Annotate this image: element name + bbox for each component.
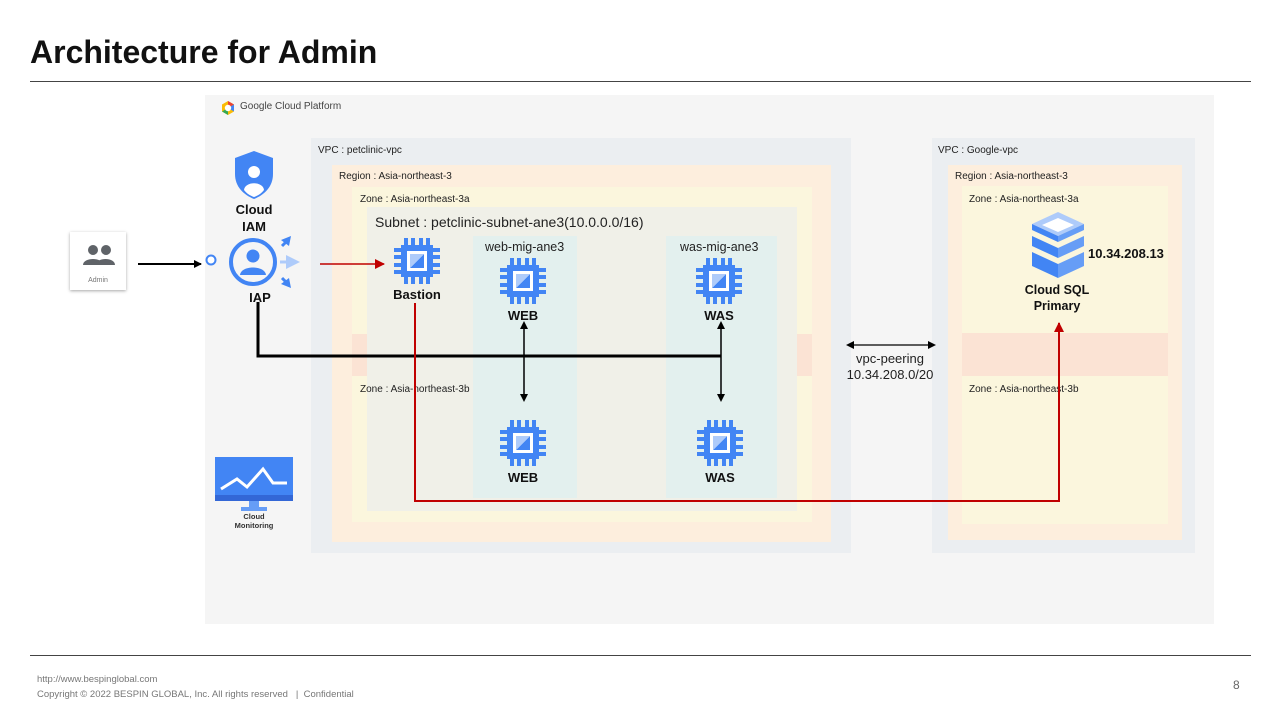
cloud-monitoring-icon <box>215 457 293 511</box>
footer-divider <box>30 655 1251 656</box>
web-zone-a-compute-icon <box>500 258 546 304</box>
iap-label: IAP <box>249 290 271 305</box>
gcp-platform-label: Google Cloud Platform <box>240 101 342 112</box>
cloud-iam-label: Cloud IAM <box>235 202 273 234</box>
web-zone-b-compute-icon <box>500 420 546 466</box>
bastion-label: Bastion <box>393 287 441 302</box>
cloud-sql-label: Cloud SQL Primary <box>1024 283 1090 313</box>
admin-label: Admin <box>88 277 108 284</box>
gcp-logo-icon <box>222 101 234 115</box>
mig-was-label: was-mig-ane3 <box>680 240 759 254</box>
was-zone-b-compute-icon <box>697 420 743 466</box>
was-zone-a-compute-icon <box>696 258 742 304</box>
region-band-right <box>962 333 1168 376</box>
title-divider <box>30 81 1251 82</box>
cloud-sql-ip: 10.34.208.13 <box>1088 246 1164 261</box>
region-right-label: Region : Asia-northeast-3 <box>955 171 1068 182</box>
slide-title: Architecture for Admin <box>30 34 378 70</box>
zone-left-a-label: Zone : Asia-northeast-3a <box>360 194 470 205</box>
vpc-peering-cidr: 10.34.208.0/20 <box>846 367 934 382</box>
web-zone-a-label: WEB <box>507 308 539 323</box>
vpc-peering-label: vpc-peering <box>856 351 924 366</box>
was-zone-a-label: WAS <box>704 308 734 323</box>
was-zone-b-label: WAS <box>705 470 735 485</box>
vpc-petclinic-label: VPC : petclinic-vpc <box>318 145 402 156</box>
web-zone-b-label: WEB <box>507 470 539 485</box>
page-number: 8 <box>1233 678 1240 692</box>
zone-right-b-label: Zone : Asia-northeast-3b <box>969 384 1079 395</box>
subnet-label: Subnet : petclinic-subnet-ane3(10.0.0.0/… <box>375 214 644 230</box>
cloud-sql-icon <box>1032 212 1084 278</box>
iap-connector-dot <box>205 254 217 266</box>
footer-url: http://www.bespinglobal.com <box>37 674 158 685</box>
bastion-to-sql-line <box>414 303 1064 502</box>
cloud-iam-shield-icon <box>235 151 273 199</box>
zone-right-a <box>962 186 1168 333</box>
mig-web-label: web-mig-ane3 <box>485 240 565 254</box>
cloud-monitoring-label: Cloud Monitoring <box>234 512 274 530</box>
region-left-label: Region : Asia-northeast-3 <box>339 171 452 182</box>
iap-icon <box>229 236 300 288</box>
zone-right-b <box>962 376 1168 524</box>
zone-right-a-label: Zone : Asia-northeast-3a <box>969 194 1079 205</box>
vpc-google-label: VPC : Google-vpc <box>938 145 1019 156</box>
admin-users-icon <box>83 245 115 265</box>
iap-management-line <box>256 302 721 358</box>
footer-copyright: Copyright © 2022 BESPIN GLOBAL, Inc. All… <box>37 689 354 700</box>
bastion-compute-icon <box>394 238 440 284</box>
